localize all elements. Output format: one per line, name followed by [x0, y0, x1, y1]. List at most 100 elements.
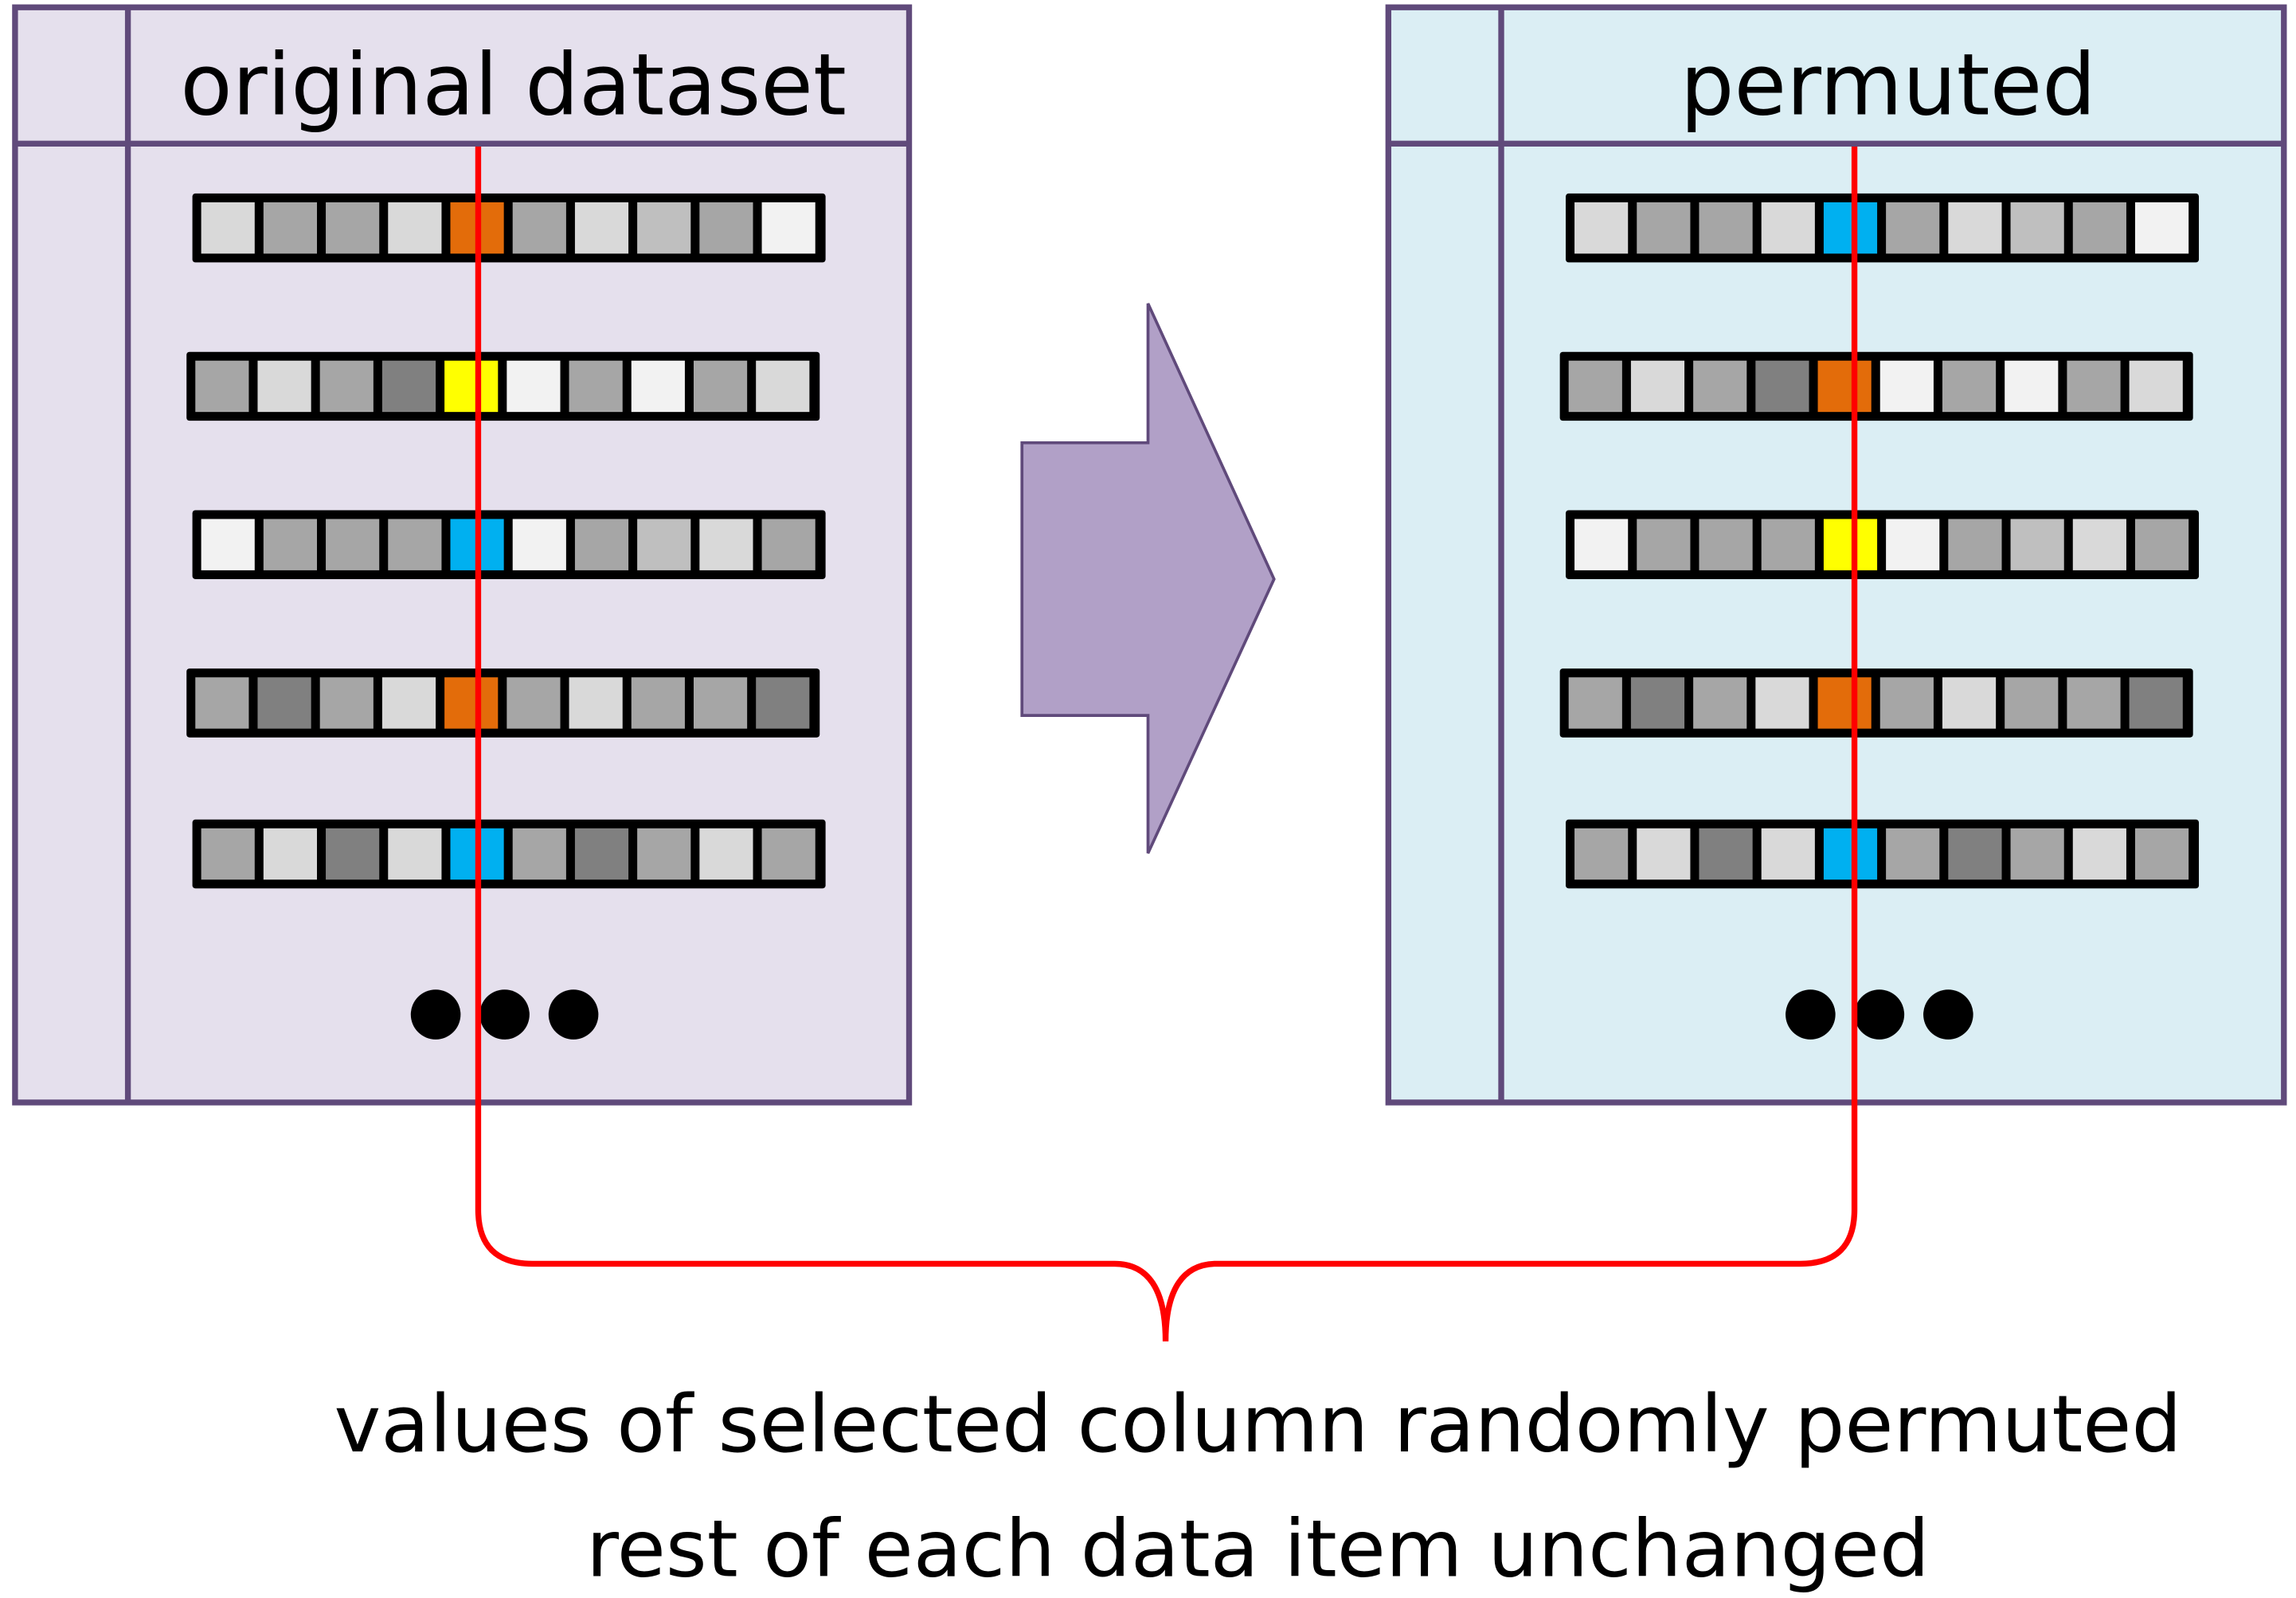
feature-cell — [2010, 519, 2064, 570]
feature-cell — [201, 202, 255, 254]
ellipsis-dot — [548, 989, 599, 1040]
feature-cell — [1761, 202, 1815, 254]
feature-cell — [2072, 519, 2126, 570]
feature-cell — [201, 828, 255, 880]
selected-column-cell — [1817, 360, 1872, 413]
feature-cell — [201, 519, 255, 570]
feature-cell — [761, 202, 816, 254]
ellipsis-dot — [1923, 989, 1973, 1040]
feature-cell — [2129, 360, 2183, 413]
feature-cell — [1699, 828, 1753, 880]
feature-cell — [2134, 519, 2189, 570]
feature-cell — [1755, 360, 1809, 413]
feature-cell — [1942, 677, 1997, 729]
feature-cell — [574, 202, 629, 254]
data-item-row — [192, 193, 826, 263]
feature-cell — [1886, 202, 1940, 254]
selected-column-brace — [475, 147, 1858, 1341]
caption-line-2: rest of each data item unchanged — [586, 1503, 1930, 1595]
feature-cell — [574, 519, 629, 570]
feature-cell — [1574, 828, 1629, 880]
feature-cell — [326, 519, 380, 570]
feature-cell — [195, 360, 249, 413]
feature-cell — [388, 828, 442, 880]
feature-cell — [1699, 519, 1753, 570]
selected-column-cell — [1823, 202, 1878, 254]
feature-cell — [263, 202, 318, 254]
feature-cell — [693, 360, 748, 413]
feature-cell — [512, 202, 566, 254]
feature-cell — [699, 202, 753, 254]
feature-cell — [195, 677, 249, 729]
data-item-row — [1566, 510, 2200, 579]
feature-cell — [1948, 828, 2002, 880]
feature-cell — [1886, 519, 1940, 570]
data-item-row — [1566, 819, 2200, 889]
feature-cell — [1761, 519, 1815, 570]
data-item-row — [1559, 351, 2193, 421]
permuted-dataset-rows — [1559, 193, 2200, 889]
feature-cell — [1755, 677, 1809, 729]
ellipsis-dot — [410, 989, 461, 1040]
feature-cell — [1879, 360, 1934, 413]
permuted-dataset-panel: permuted — [1385, 4, 2287, 1106]
feature-cell — [1637, 519, 1691, 570]
feature-cell — [1637, 202, 1691, 254]
feature-cell — [637, 202, 691, 254]
feature-cell — [512, 828, 566, 880]
original-dataset-title: original dataset — [180, 37, 846, 135]
feature-cell — [1886, 828, 1940, 880]
data-item-row — [192, 819, 826, 889]
feature-cell — [2072, 828, 2126, 880]
feature-cell — [512, 519, 566, 570]
feature-cell — [631, 677, 685, 729]
feature-cell — [1693, 360, 1747, 413]
feature-cell — [381, 360, 436, 413]
data-item-row — [186, 351, 820, 421]
feature-cell — [699, 519, 753, 570]
data-item-row — [1566, 193, 2200, 263]
feature-cell — [2005, 677, 2059, 729]
right-arrow-icon — [1020, 303, 1276, 854]
feature-cell — [699, 828, 753, 880]
feature-cell — [1948, 519, 2002, 570]
selected-column-cell — [1817, 677, 1872, 729]
feature-cell — [761, 519, 816, 570]
permuted-title: permuted — [1680, 37, 2096, 135]
feature-cell — [2067, 677, 2121, 729]
caption-line-1: values of selected column randomly permu… — [334, 1379, 2182, 1471]
feature-cell — [2072, 202, 2126, 254]
feature-cell — [1630, 360, 1685, 413]
feature-cell — [2067, 360, 2121, 413]
data-item-row — [1559, 668, 2193, 738]
feature-cell — [326, 202, 380, 254]
feature-cell — [1574, 202, 1629, 254]
original-dataset-panel: original dataset — [12, 4, 913, 1106]
feature-cell — [761, 828, 816, 880]
feature-cell — [1699, 202, 1753, 254]
selected-column-cell — [444, 677, 499, 729]
feature-cell — [2134, 202, 2189, 254]
feature-cell — [1630, 677, 1685, 729]
ellipsis-dot — [1854, 989, 1905, 1040]
feature-cell — [631, 360, 685, 413]
feature-cell — [263, 828, 318, 880]
data-item-row — [192, 510, 826, 579]
selected-column-cell — [1823, 828, 1878, 880]
feature-cell — [1568, 677, 1622, 729]
feature-cell — [507, 360, 561, 413]
feature-cell — [1948, 202, 2002, 254]
feature-cell — [507, 677, 561, 729]
feature-cell — [569, 360, 623, 413]
feature-cell — [637, 519, 691, 570]
feature-cell — [2010, 828, 2064, 880]
feature-cell — [326, 828, 380, 880]
selected-column-cell — [1823, 519, 1878, 570]
feature-cell — [388, 519, 442, 570]
feature-cell — [2134, 828, 2189, 880]
feature-cell — [637, 828, 691, 880]
feature-cell — [756, 360, 810, 413]
feature-cell — [257, 677, 311, 729]
feature-cell — [1574, 519, 1629, 570]
